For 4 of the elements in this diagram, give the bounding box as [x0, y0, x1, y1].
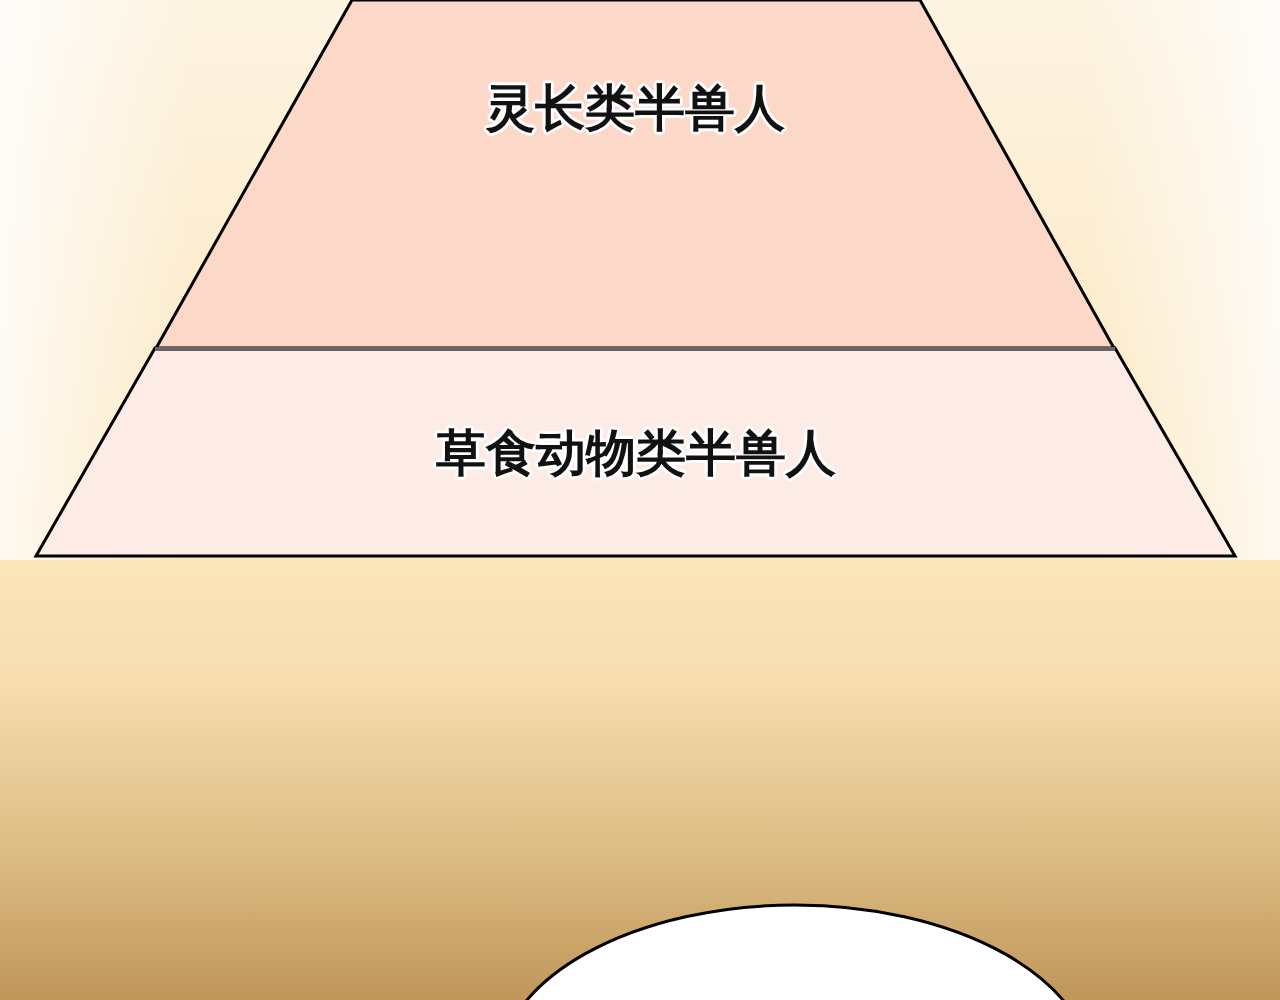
tier-label: 灵长类半兽人: [484, 78, 786, 139]
pyramid-tier: [36, 348, 1236, 558]
pyramid-tier: [155, 0, 1115, 350]
tier-label: 草食动物类半兽人: [435, 423, 837, 484]
